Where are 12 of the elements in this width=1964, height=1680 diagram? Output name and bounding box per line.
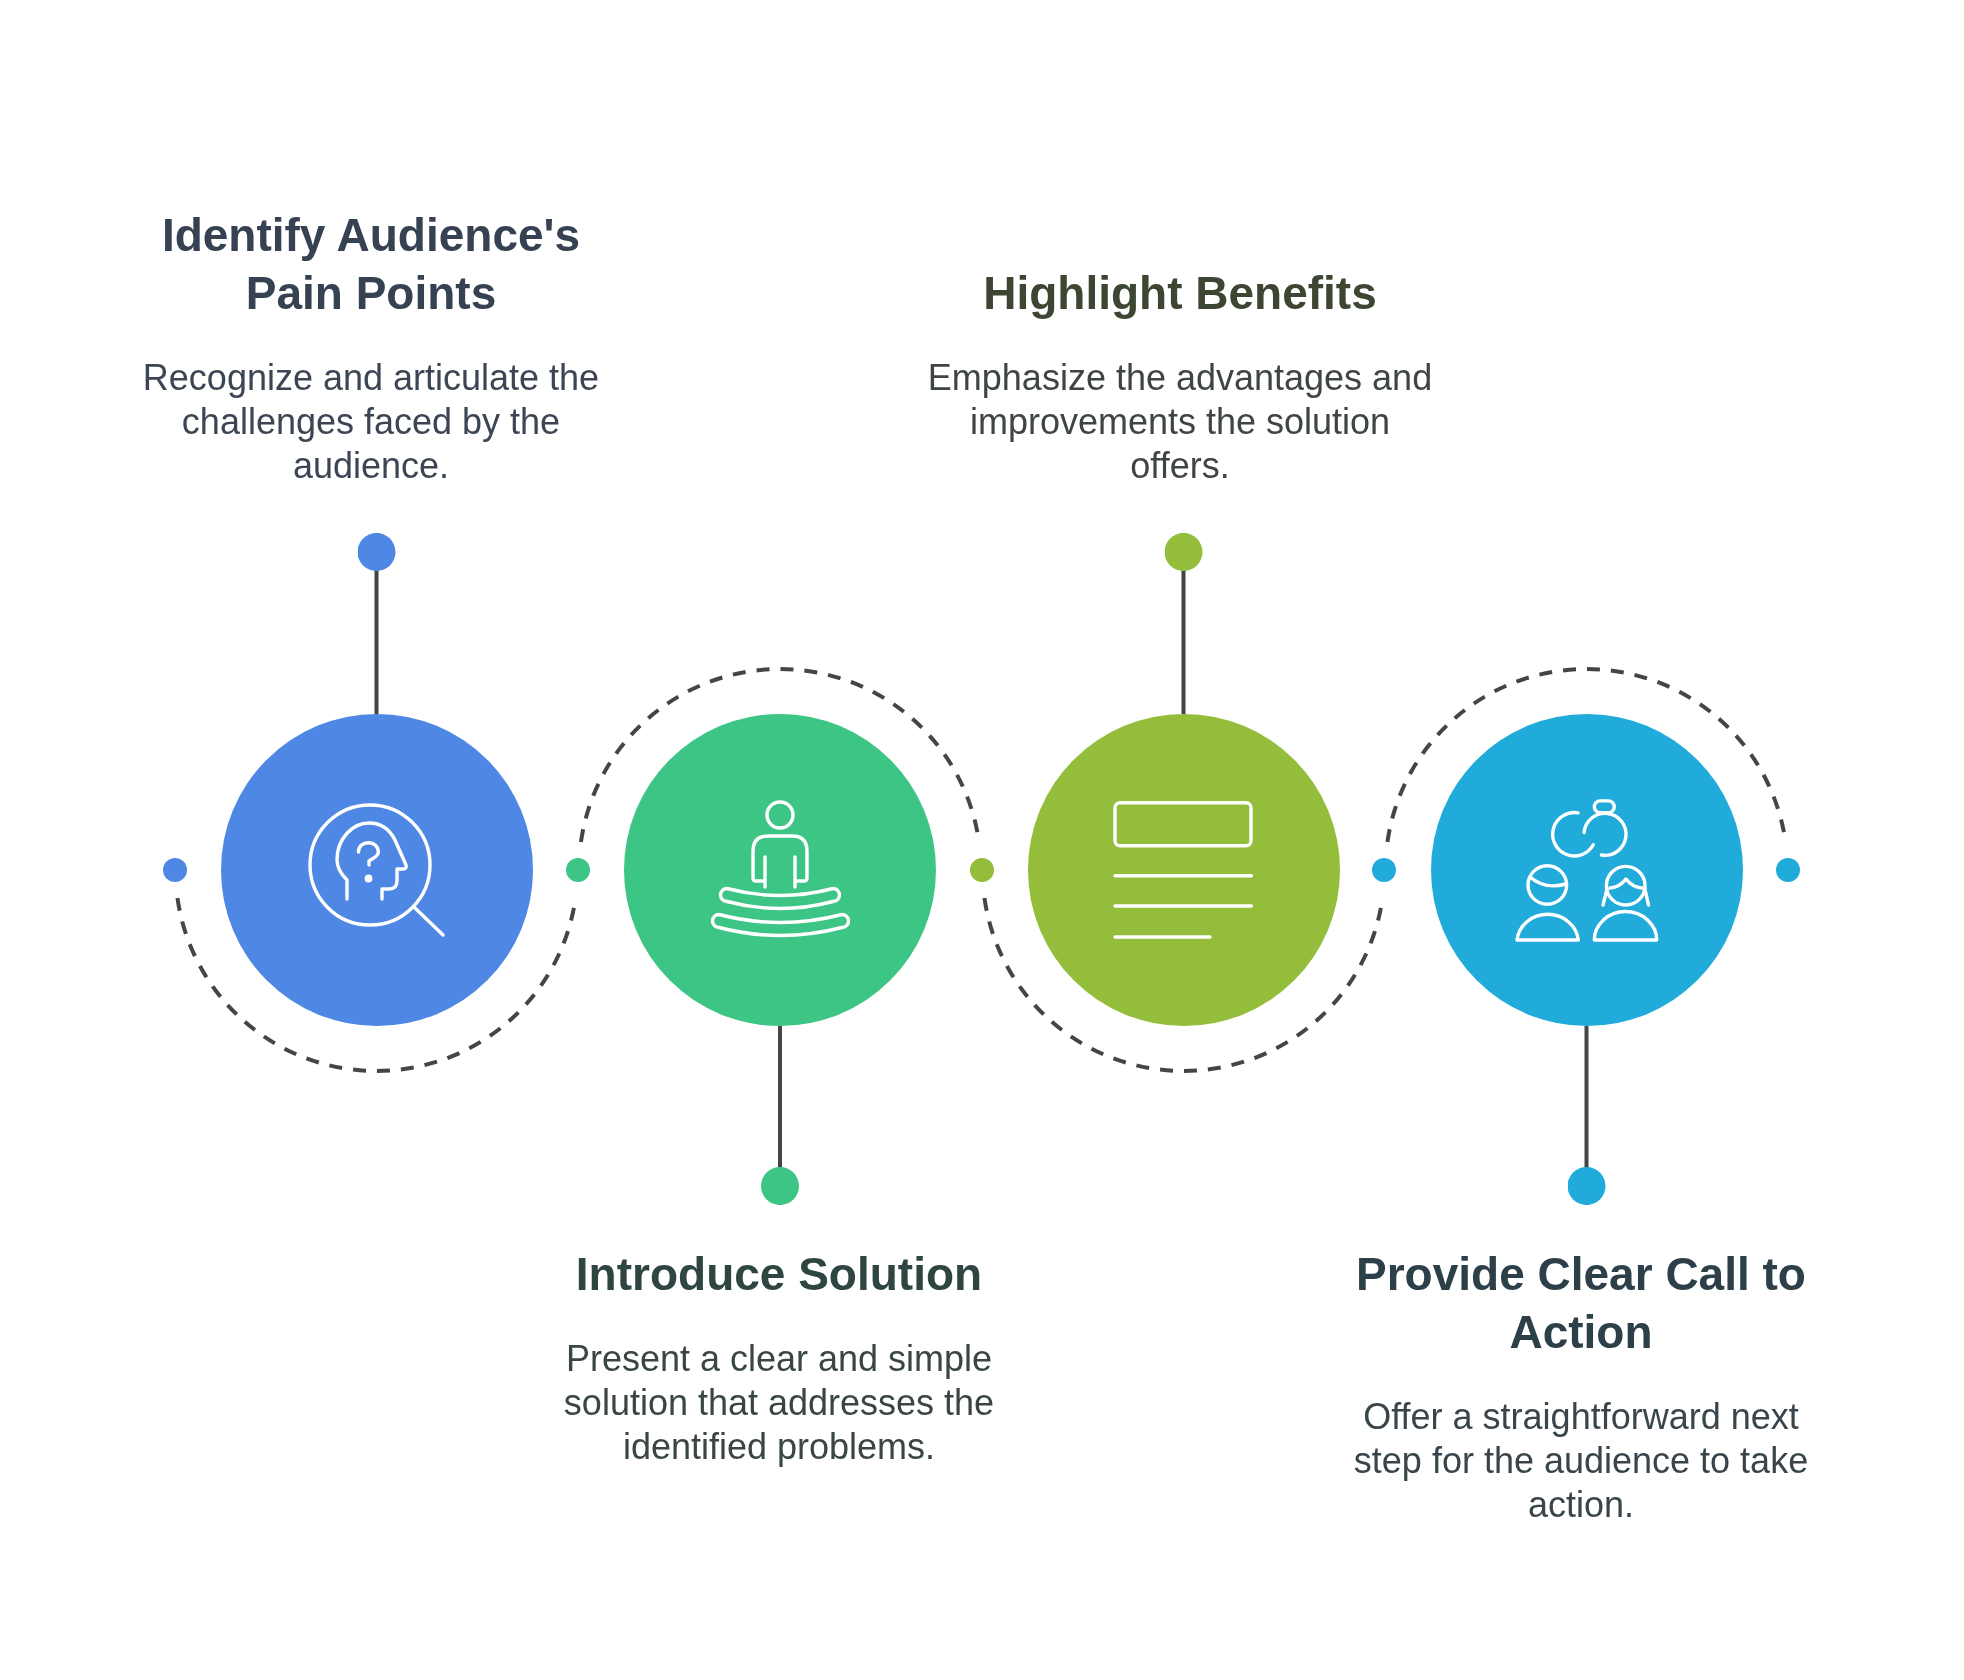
step-description: Emphasize the advantages and improvements the solution offers. [926, 356, 1434, 488]
step-title: Identify Audience's Pain Points [160, 208, 582, 321]
step-description: Present a clear and simple solution that addresses the identified problems. [562, 1337, 996, 1469]
connector-line [357, 533, 396, 714]
connector-line [1164, 533, 1203, 714]
connector-line [1567, 1026, 1606, 1205]
step-title: Highlight Benefits [983, 266, 1377, 321]
step-description: Recognize and articulate the challenges faced by the audience. [141, 356, 601, 488]
connector-line [761, 1026, 799, 1205]
step-title: Introduce Solution [575, 1247, 983, 1302]
step-title: Provide Clear Call to Action [1355, 1247, 1807, 1360]
step-description: Offer a straightforward next step for the audience to take action. [1352, 1395, 1810, 1527]
